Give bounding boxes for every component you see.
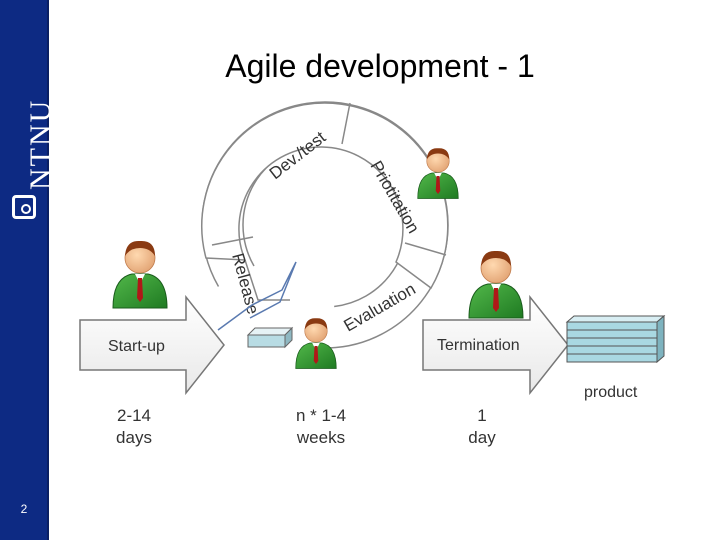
person-startup-icon	[112, 240, 168, 309]
duration-startup-line1: 2-14	[116, 406, 152, 425]
ntnu-logo: NTNU	[4, 40, 57, 219]
person-prioritization-icon	[417, 148, 459, 199]
duration-termination-line2: day	[468, 428, 496, 447]
product-label: product	[584, 384, 638, 401]
slide-title: Agile development - 1	[225, 48, 535, 84]
startup-arrow: Start-up	[79, 294, 225, 396]
release-box	[246, 326, 294, 349]
duration-iteration-line1: n * 1-4	[295, 406, 347, 425]
release-connector	[217, 261, 297, 331]
person-termination-icon	[468, 250, 524, 319]
termination-label: Termination	[437, 337, 520, 354]
sidebar: NTNU 2	[0, 0, 57, 540]
duration-termination-line1: 1	[477, 406, 487, 425]
duration-iteration-line2: weeks	[296, 428, 346, 447]
segment-evaluation: Evaluation	[341, 279, 419, 335]
termination-arrow: Termination	[422, 294, 569, 396]
ntnu-emblem-icon	[12, 195, 36, 219]
product-stack	[565, 314, 666, 364]
segment-release: Release	[228, 251, 262, 316]
startup-label: Start-up	[108, 338, 165, 355]
duration-startup: 2-14 days	[98, 405, 170, 449]
duration-startup-line2: days	[116, 428, 152, 447]
person-evaluation-icon	[295, 318, 337, 369]
duration-termination: 1 day	[452, 405, 512, 449]
cycle-ring	[201, 101, 449, 349]
duration-iteration: n * 1-4 weeks	[280, 405, 362, 449]
page-number: 2	[20, 502, 28, 516]
